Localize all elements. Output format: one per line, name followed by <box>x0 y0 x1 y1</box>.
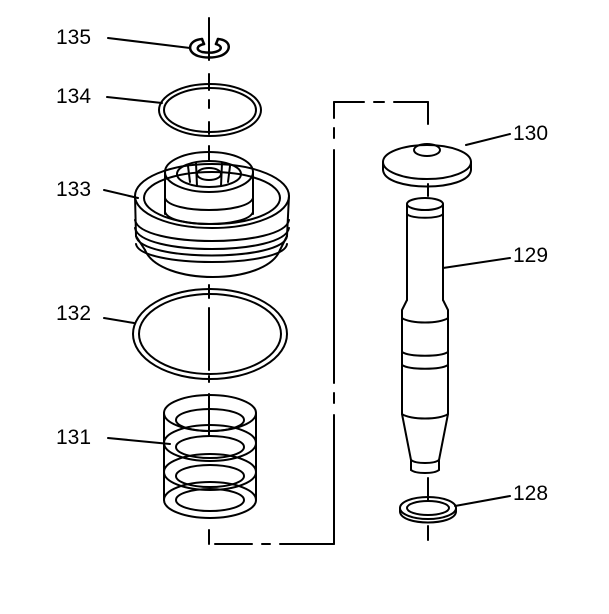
part-130-washer <box>382 143 472 188</box>
callout-labels: 135 134 133 132 131 130 129 128 <box>56 26 548 505</box>
leader-129 <box>442 257 511 269</box>
part-128-washer <box>399 496 457 524</box>
leader-131 <box>107 437 171 445</box>
leader-134 <box>106 96 163 104</box>
part-132-o-ring <box>132 288 288 380</box>
callout-128: 128 <box>513 482 548 505</box>
leader-132 <box>103 317 135 324</box>
leader-133 <box>103 189 139 199</box>
part-134-o-ring <box>158 83 262 137</box>
part-129-shaft <box>401 197 449 474</box>
callout-131: 131 <box>56 426 91 449</box>
assembly-connector-line <box>214 101 429 545</box>
part-133-valve-cap <box>134 151 290 278</box>
leader-135 <box>107 37 191 49</box>
leader-130 <box>465 133 511 146</box>
part-131-spring <box>163 394 257 519</box>
callout-134: 134 <box>56 85 91 108</box>
callout-133: 133 <box>56 178 91 201</box>
leader-128 <box>454 495 511 507</box>
callout-130: 130 <box>513 122 548 145</box>
callout-132: 132 <box>56 302 91 325</box>
callout-129: 129 <box>513 244 548 267</box>
callout-135: 135 <box>56 26 91 49</box>
part-135-snap-ring <box>189 37 230 59</box>
